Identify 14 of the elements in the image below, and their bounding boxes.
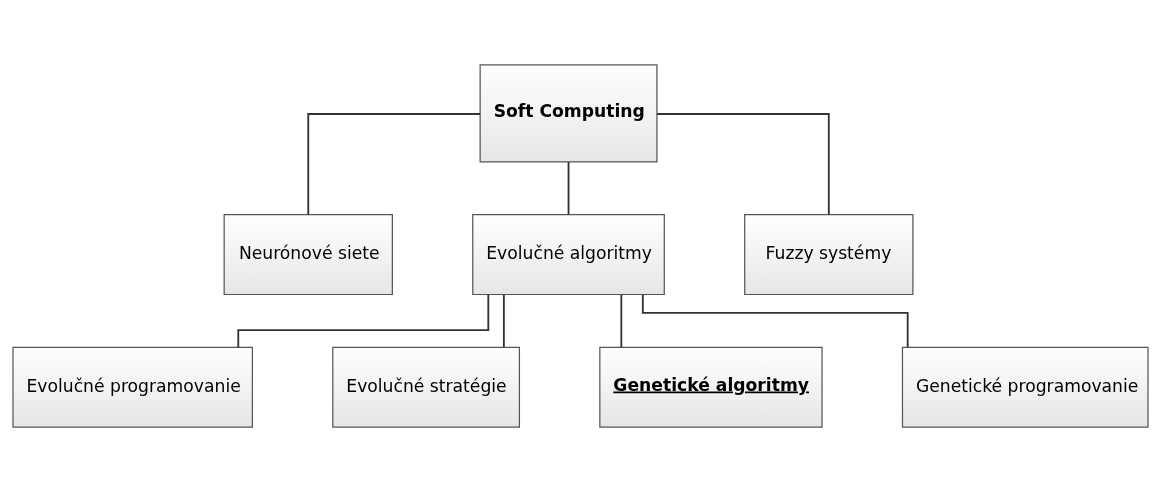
node-box: Genetické programovanie [901, 346, 1149, 428]
node-box: Evolučné stratégie [332, 346, 521, 428]
node-box: Evolučné algoritmy [472, 214, 665, 296]
connector [502, 293, 505, 349]
connector [307, 113, 481, 216]
node-box: Neurónové siete [223, 214, 393, 296]
connector [620, 293, 623, 349]
node-box: Soft Computing [479, 64, 658, 163]
connector [656, 113, 830, 216]
connector [567, 161, 570, 216]
node-box: Evolučné programovanie [12, 346, 253, 428]
node-box: Fuzzy systémy [744, 214, 914, 296]
node-box: Genetické algoritmy [599, 346, 823, 428]
connector [641, 293, 909, 348]
